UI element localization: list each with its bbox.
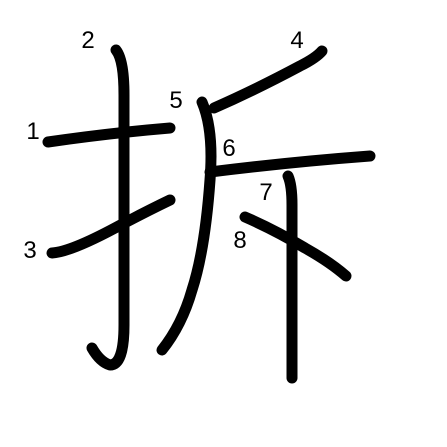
stroke-5 bbox=[156, 96, 217, 356]
stroke-number-6: 6 bbox=[222, 135, 236, 162]
stroke-number-7: 7 bbox=[259, 179, 273, 206]
stroke-number-5: 5 bbox=[169, 87, 183, 114]
stroke-1 bbox=[42, 122, 176, 148]
stroke-number-8: 8 bbox=[233, 227, 247, 254]
stroke-3 bbox=[46, 194, 176, 259]
stroke-7 bbox=[282, 170, 298, 384]
stroke-number-4: 4 bbox=[290, 27, 304, 54]
stroke-6 bbox=[204, 150, 376, 178]
stroke-2 bbox=[86, 44, 130, 371]
stroke-8 bbox=[239, 211, 352, 282]
stroke-number-3: 3 bbox=[23, 237, 37, 264]
stroke-4 bbox=[208, 45, 328, 114]
stroke-number-1: 1 bbox=[26, 118, 40, 145]
stroke-number-2: 2 bbox=[81, 27, 95, 54]
